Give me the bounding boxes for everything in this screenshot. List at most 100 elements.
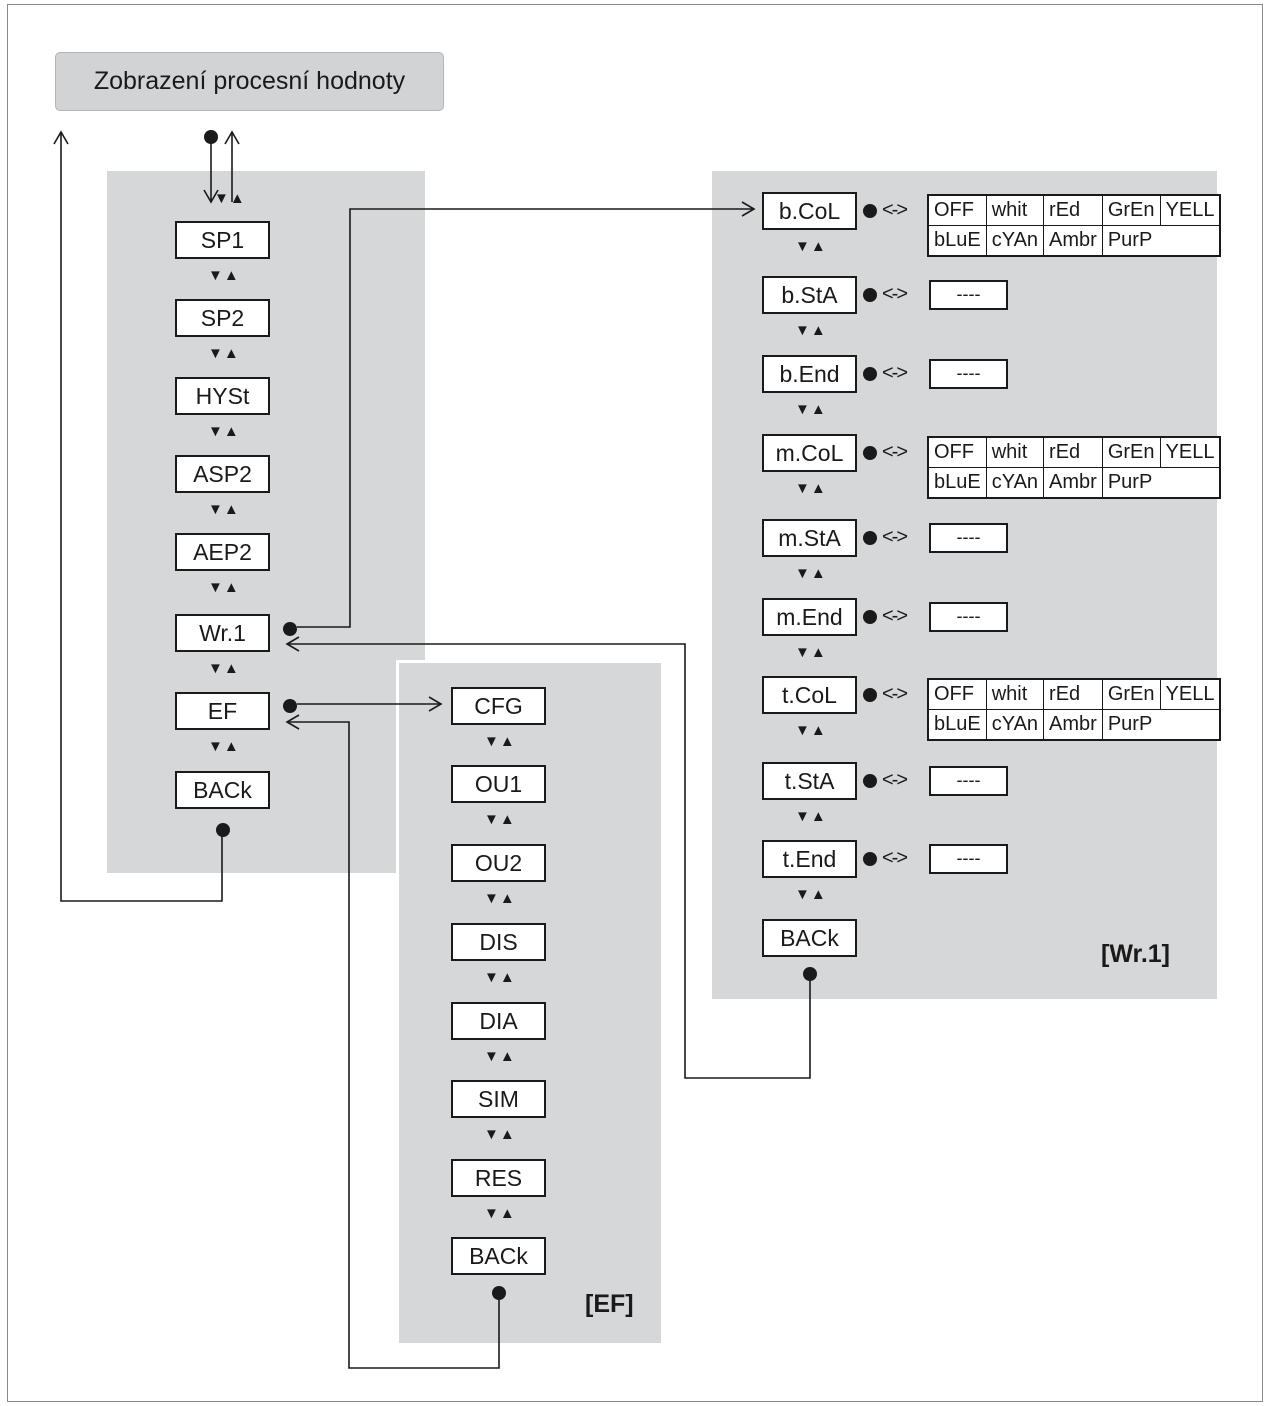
color-option[interactable]: PurP xyxy=(1101,225,1221,257)
wr1-back-line xyxy=(287,643,811,1079)
value-field[interactable]: ---- xyxy=(929,844,1008,874)
nav-arrows-icon: ▼▲ xyxy=(795,480,827,497)
wr1-menu-item[interactable]: m.End xyxy=(762,598,857,636)
selector-dot-icon xyxy=(283,622,297,636)
wr1-menu-item[interactable]: t.StA xyxy=(762,762,857,800)
ef-menu-item[interactable]: SIM xyxy=(451,1080,546,1118)
color-option[interactable]: YELL xyxy=(1159,436,1221,468)
main-menu-panel xyxy=(107,171,425,873)
color-option[interactable]: whit xyxy=(985,194,1045,226)
color-option[interactable]: rEd xyxy=(1043,194,1103,226)
arrow-head-icon xyxy=(285,714,300,730)
color-option[interactable]: bLuE xyxy=(927,225,987,257)
color-option[interactable]: GrEn xyxy=(1101,678,1161,710)
color-option[interactable]: OFF xyxy=(927,678,987,710)
ef-menu-item[interactable]: DIA xyxy=(451,1002,546,1040)
main-menu-item[interactable]: ASP2 xyxy=(175,455,270,493)
color-option[interactable]: cYAn xyxy=(985,467,1045,499)
selector-dot-icon xyxy=(863,852,877,866)
nav-arrows-icon: ▼▲ xyxy=(795,565,827,582)
wr1-menu-item[interactable]: m.CoL xyxy=(762,434,857,472)
nav-arrows-icon: ▼▲ xyxy=(208,345,240,362)
wr1-menu-label: [Wr.1] xyxy=(1101,940,1170,968)
color-option[interactable]: rEd xyxy=(1043,436,1103,468)
nav-arrows-icon: ▼▲ xyxy=(795,401,827,418)
wr1-menu-item[interactable]: m.StA xyxy=(762,519,857,557)
color-option[interactable]: cYAn xyxy=(985,225,1045,257)
process-value-display[interactable]: Zobrazení procesní hodnoty xyxy=(55,52,444,111)
ef-menu-item[interactable]: OU1 xyxy=(451,765,546,803)
color-option[interactable]: whit xyxy=(985,678,1045,710)
main-menu-item[interactable]: EF xyxy=(175,692,270,730)
color-option[interactable]: GrEn xyxy=(1101,436,1161,468)
selector-dot-icon xyxy=(863,688,877,702)
nav-arrows-icon: ▼▲ xyxy=(484,733,516,750)
value-field[interactable]: ---- xyxy=(929,280,1008,310)
color-option[interactable]: Ambr xyxy=(1043,225,1103,257)
nav-arrows-icon: ▼▲ xyxy=(484,1048,516,1065)
nav-arrows-icon: ▼▲ xyxy=(208,738,240,755)
ef-menu-item[interactable]: DIS xyxy=(451,923,546,961)
wr1-link-line xyxy=(297,208,754,628)
nav-arrows-icon: ▼▲ xyxy=(795,886,827,903)
wr1-menu-item[interactable]: b.StA xyxy=(762,276,857,314)
ef-menu-item[interactable]: CFG xyxy=(451,687,546,725)
wr1-menu-item[interactable]: t.CoL xyxy=(762,676,857,714)
color-option[interactable]: OFF xyxy=(927,436,987,468)
ef-back-line xyxy=(287,721,500,1369)
value-field[interactable]: ---- xyxy=(929,359,1008,389)
ef-menu-item[interactable]: BACk xyxy=(451,1237,546,1275)
arrow-head-icon xyxy=(741,201,756,217)
nav-arrows-icon: ▼▲ xyxy=(484,969,516,986)
wr1-menu-item[interactable]: b.CoL xyxy=(762,192,857,230)
main-menu-item[interactable]: Wr.1 xyxy=(175,614,270,652)
value-field[interactable]: ---- xyxy=(929,766,1008,796)
color-option[interactable]: YELL xyxy=(1159,678,1221,710)
wr1-menu-item[interactable]: BACk xyxy=(762,919,857,957)
color-option[interactable]: bLuE xyxy=(927,467,987,499)
value-field[interactable]: ---- xyxy=(929,523,1008,553)
color-option[interactable]: OFF xyxy=(927,194,987,226)
wr1-menu-item[interactable]: b.End xyxy=(762,355,857,393)
back-line xyxy=(60,132,223,902)
selector-dot-icon xyxy=(863,288,877,302)
wr1-menu-item[interactable]: t.End xyxy=(762,840,857,878)
nav-arrows-icon: ▼▲ xyxy=(795,238,827,255)
selector-dot-icon xyxy=(216,823,230,837)
color-option[interactable]: YELL xyxy=(1159,194,1221,226)
color-option[interactable]: Ambr xyxy=(1043,467,1103,499)
double-arrow-icon: <-> xyxy=(882,362,908,384)
main-menu-item[interactable]: SP2 xyxy=(175,299,270,337)
value-field[interactable]: ---- xyxy=(929,602,1008,632)
arrow-head-icon xyxy=(203,189,219,204)
color-option[interactable]: Ambr xyxy=(1043,709,1103,741)
nav-arrows-icon: ▼▲ xyxy=(484,1126,516,1143)
color-option[interactable]: PurP xyxy=(1101,467,1221,499)
color-option[interactable]: whit xyxy=(985,436,1045,468)
color-option[interactable]: cYAn xyxy=(985,709,1045,741)
color-option[interactable]: bLuE xyxy=(927,709,987,741)
main-menu-item[interactable]: AEP2 xyxy=(175,533,270,571)
arrow-head-icon xyxy=(285,636,300,652)
arrow-head-icon xyxy=(53,130,69,145)
color-option[interactable]: GrEn xyxy=(1101,194,1161,226)
selector-dot-icon xyxy=(863,446,877,460)
ef-menu-item[interactable]: RES xyxy=(451,1159,546,1197)
main-menu-item[interactable]: SP1 xyxy=(175,221,270,259)
selector-dot-icon xyxy=(283,699,297,713)
selector-dot-icon xyxy=(863,531,877,545)
nav-arrows-icon: ▼▲ xyxy=(484,890,516,907)
color-option[interactable]: PurP xyxy=(1101,709,1221,741)
main-menu-item[interactable]: BACk xyxy=(175,771,270,809)
color-option[interactable]: rEd xyxy=(1043,678,1103,710)
main-menu-item[interactable]: HYSt xyxy=(175,377,270,415)
ef-menu-item[interactable]: OU2 xyxy=(451,844,546,882)
diagram-frame xyxy=(7,4,1263,1402)
nav-arrows-icon: ▼▲ xyxy=(484,1205,516,1222)
nav-arrows-icon: ▼▲ xyxy=(208,579,240,596)
arrow-head-icon xyxy=(224,130,240,145)
selector-dot-icon xyxy=(863,610,877,624)
